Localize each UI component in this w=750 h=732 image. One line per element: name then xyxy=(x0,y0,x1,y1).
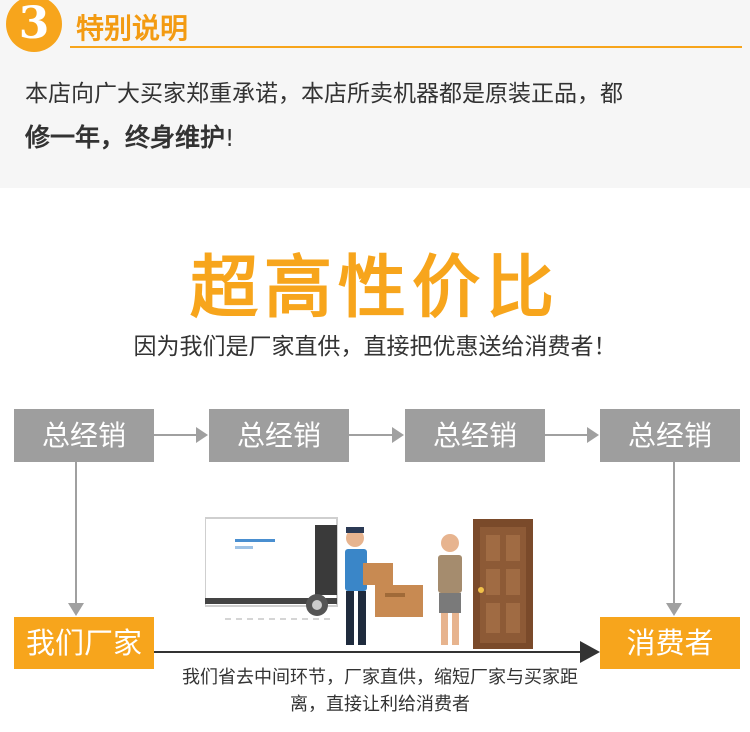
notice-bold: 修一年，终身维护 xyxy=(25,123,226,152)
distributor-box-2: 总经销 xyxy=(209,409,349,462)
door-icon xyxy=(473,519,533,649)
down-arrow-line-right xyxy=(673,462,675,603)
section-divider xyxy=(70,46,742,48)
special-note-section: 3 特别说明 本店向广大买家郑重承诺，本店所卖机器都是原装正品，都 修一年，终身… xyxy=(0,0,750,188)
truck-icon xyxy=(205,517,338,620)
notice-text: 本店向广大买家郑重承诺，本店所卖机器都是原装正品，都 修一年，终身维护! xyxy=(25,72,735,161)
delivery-illustration xyxy=(205,517,533,649)
distributor-box-4: 总经销 xyxy=(600,409,740,462)
notice-end: ! xyxy=(225,126,235,152)
subheadline: 因为我们是厂家直供，直接把优惠送给消费者！ xyxy=(133,334,617,360)
delivery-man-icon xyxy=(345,527,423,645)
arrow-line-2 xyxy=(349,434,393,436)
arrow-head-1 xyxy=(196,427,208,443)
section-number-badge: 3 xyxy=(6,0,62,52)
caption-line-2: 离，直接让利给消费者 xyxy=(290,694,470,715)
headline: 超高性价比 xyxy=(189,249,560,328)
customer-icon xyxy=(438,534,462,645)
arrow-head-2 xyxy=(392,427,404,443)
down-arrow-head-left xyxy=(68,603,84,616)
distributor-box-3: 总经销 xyxy=(405,409,545,462)
section-title: 特别说明 xyxy=(76,12,189,45)
down-arrow-head-right xyxy=(666,603,682,616)
arrow-head-3 xyxy=(587,427,599,443)
notice-line-1: 本店向广大买家郑重承诺，本店所卖机器都是原装正品，都 xyxy=(25,81,623,107)
caption-line-1: 我们省去中间环节，厂家直供，缩短厂家与买家距 xyxy=(182,667,578,688)
direct-arrow-head xyxy=(580,641,600,663)
direct-supply-caption: 我们省去中间环节，厂家直供，缩短厂家与买家距 离，直接让利给消费者 xyxy=(150,664,610,718)
arrow-line-1 xyxy=(154,434,197,436)
distributor-box-1: 总经销 xyxy=(14,409,154,462)
direct-arrow-line xyxy=(154,651,584,653)
consumer-box: 消费者 xyxy=(600,617,740,669)
factory-box: 我们厂家 xyxy=(14,617,154,669)
arrow-line-3 xyxy=(545,434,588,436)
down-arrow-line-left xyxy=(75,462,77,603)
notice-line-2: 修一年，终身维护! xyxy=(25,116,735,161)
